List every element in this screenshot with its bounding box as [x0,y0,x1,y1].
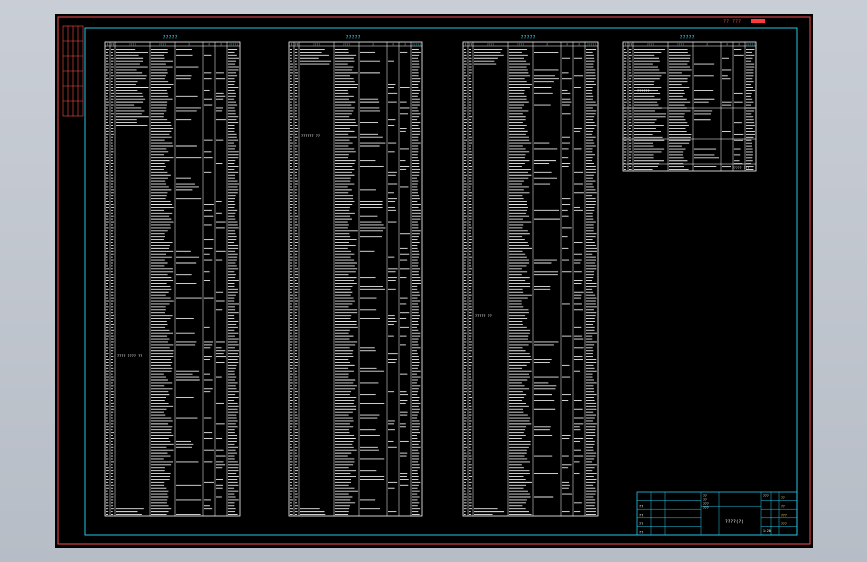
table-title: ????? [346,35,361,41]
scale-text: 1:20 [763,529,771,533]
table-row-texture [464,49,597,515]
table-title: ????? [521,35,536,41]
table-header-cell: ???? [487,42,494,46]
table-header-cell: ? [726,42,728,46]
table-header-cell: ? [107,42,109,46]
table-border [462,41,599,517]
parts-table-3[interactable]: ????????????????????????????? ?? [462,35,599,517]
title-block-border [636,491,798,536]
table-footer: ????? ??? [732,166,749,170]
table-header-cell: ???? [313,42,320,46]
table-header-cell: ???? [159,42,166,46]
table-border [622,41,757,172]
table-header-cell: ?? [295,42,299,46]
parts-table-1[interactable]: ???????????????????????????? ???? ?? [104,35,241,517]
table-header-cell: ? [566,42,568,46]
table-header-cell: ? [291,42,293,46]
table-header-cell: ? [404,42,406,46]
table-merged-label: ?????? [637,89,650,93]
title-block-cell: ?? [781,496,785,500]
table-header-cell: ? [578,42,580,46]
table-header-cell: ????? [587,42,596,46]
table-header-cell: ? [208,42,210,46]
table-header-cell: ???? [129,42,136,46]
parts-table-4[interactable]: ??????????????????????????????????? ??? [622,35,757,172]
table-merged-label: ?????? ?? [301,134,320,138]
table-header-cell: ?? [469,42,473,46]
table-header-cell: ? [465,42,467,46]
table-border [104,41,241,517]
title-block-label: ?? [703,498,707,502]
table-header-cell: ? [372,42,374,46]
table-row-texture [290,49,421,515]
inner-frame [84,27,798,536]
title-block[interactable]: ????????????????????????????????(?)1:20?… [636,491,798,536]
title-block-cell: ??? [781,513,787,517]
drawing-name: ????(?) [725,519,744,525]
drawing-canvas[interactable]: ?? ??? ???????????????????????????? ????… [55,14,813,548]
table-header-cell: ? [706,42,708,46]
sheet-header-label: ?? ??? [723,19,741,25]
sheet-text: ??? [763,494,769,498]
title-block-label: ?? [703,494,707,498]
table-header-cell: ? [392,42,394,46]
title-block-label: ??? [703,502,709,506]
sheet-header-mark [751,19,765,23]
title-block-label: ?? [639,531,643,535]
parts-table-2[interactable]: ?????????????????????????????? ?? [288,35,423,517]
table-merged-label: ????? ?? [475,314,492,318]
table-border [288,41,423,517]
table-title: ????? [163,35,178,41]
title-block-label: ??? [703,506,709,510]
table-header-cell: ???? [647,42,654,46]
title-block-label: ?? [639,522,643,526]
table-header-cell: ? [546,42,548,46]
table-header-cell: ? [188,42,190,46]
title-block-cell: ??? [781,522,787,526]
outer-frame [57,16,811,545]
table-header-cell: ????? [412,42,421,46]
table-header-cell: ???? [343,42,350,46]
binding-strip [62,25,84,117]
table-header-cell: ???? [677,42,684,46]
table-header-cell: ?? [629,42,633,46]
drawing-sheet[interactable]: ?? ??? ???????????????????????????? ????… [55,14,813,548]
table-header-cell: ????? [229,42,238,46]
title-block-label: ?? [639,513,643,517]
title-block-cell: ?? [781,505,785,509]
table-header-cell: ? [625,42,627,46]
table-header-cell: ????? [746,42,755,46]
table-merged-label: ???? ???? ?? [117,354,142,358]
table-title: ????? [680,35,695,41]
table-header-cell: ?? [111,42,115,46]
table-header-cell: ? [220,42,222,46]
table-header-cell: ???? [517,42,524,46]
table-row-texture [106,49,239,515]
table-row-texture [624,49,755,170]
table-header-cell: ? [738,42,740,46]
title-block-label: ?? [639,505,643,509]
